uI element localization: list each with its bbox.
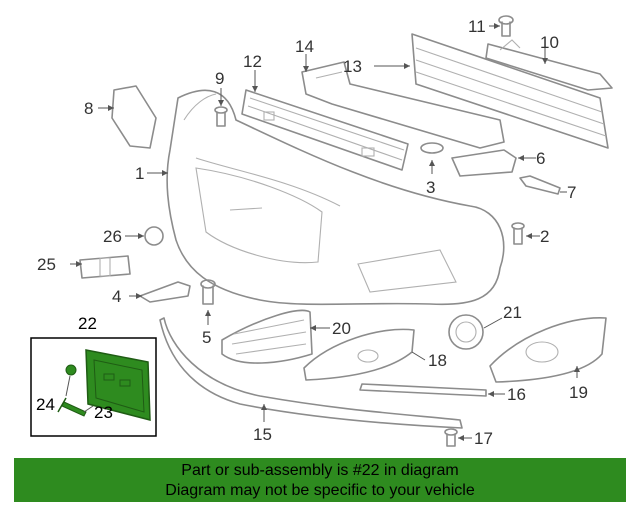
callout-15: 15 (253, 425, 272, 444)
part-4-bracket (139, 281, 191, 303)
part-24-nut (65, 364, 77, 376)
part-10-bracket (485, 39, 613, 91)
callout-18: 18 (428, 351, 447, 370)
part-5-bolt (200, 279, 216, 305)
callout-20: 20 (332, 319, 351, 338)
callout-22: 22 (78, 314, 97, 333)
part-21-fog-lamp (448, 314, 484, 350)
callout-10: 10 (540, 33, 559, 52)
part-22-inset (30, 337, 157, 437)
part-19-bezel (489, 317, 607, 383)
callout-13: 13 (343, 57, 362, 76)
callout-23: 23 (94, 403, 113, 422)
callout-2: 2 (540, 227, 549, 246)
part-11-clip (498, 15, 514, 37)
part-23-screw (61, 401, 87, 417)
callout-9: 9 (215, 69, 224, 88)
part-20-lower-grille (221, 309, 313, 364)
info-banner: Part or sub-assembly is #22 in diagram D… (14, 458, 626, 502)
part-13-reinforcement (411, 33, 609, 149)
callout-17: 17 (474, 429, 493, 448)
callout-16: 16 (507, 385, 526, 404)
callout-26: 26 (103, 227, 122, 246)
callout-4: 4 (112, 287, 121, 306)
part-9-bolt (214, 106, 228, 127)
leader-arrowheads (76, 23, 580, 441)
part-16-molding (359, 383, 487, 397)
part-6-bracket (451, 149, 517, 177)
part-14-support (301, 61, 505, 149)
callout-21: 21 (503, 303, 522, 322)
part-1-bumper-cover (166, 89, 505, 306)
part-17-bolt (444, 428, 458, 447)
part-25-emblem (79, 255, 131, 279)
banner-line-1: Part or sub-assembly is #22 in diagram (181, 462, 459, 479)
part-8-bracket (111, 85, 157, 149)
callout-6: 6 (536, 149, 545, 168)
callout-14: 14 (295, 37, 314, 56)
part-3-plug (420, 142, 444, 154)
part-18-bezel (303, 328, 415, 381)
callout-8: 8 (84, 99, 93, 118)
part-7-bolt (519, 175, 561, 195)
part-2-bolt (511, 222, 525, 245)
parts-diagram: 1 2 3 4 5 6 7 8 9 10 11 12 13 14 15 16 1… (30, 15, 613, 448)
callout-11: 11 (468, 17, 486, 36)
part-22-license-plate-bracket (85, 349, 151, 421)
callout-19: 19 (569, 383, 588, 402)
part-12-grille (241, 89, 409, 171)
callout-1: 1 (135, 164, 144, 183)
banner-line-2: Diagram may not be specific to your vehi… (165, 482, 475, 499)
callout-25: 25 (37, 255, 56, 274)
callout-12: 12 (243, 52, 262, 71)
callout-labels: 1 2 3 4 5 6 7 8 9 10 11 12 13 14 15 16 1… (36, 17, 588, 448)
callout-7: 7 (567, 183, 576, 202)
part-26-plug (144, 226, 164, 246)
callout-24: 24 (36, 395, 55, 414)
part-15-spoiler (159, 317, 463, 429)
callout-3: 3 (426, 178, 435, 197)
callout-5: 5 (202, 328, 211, 347)
